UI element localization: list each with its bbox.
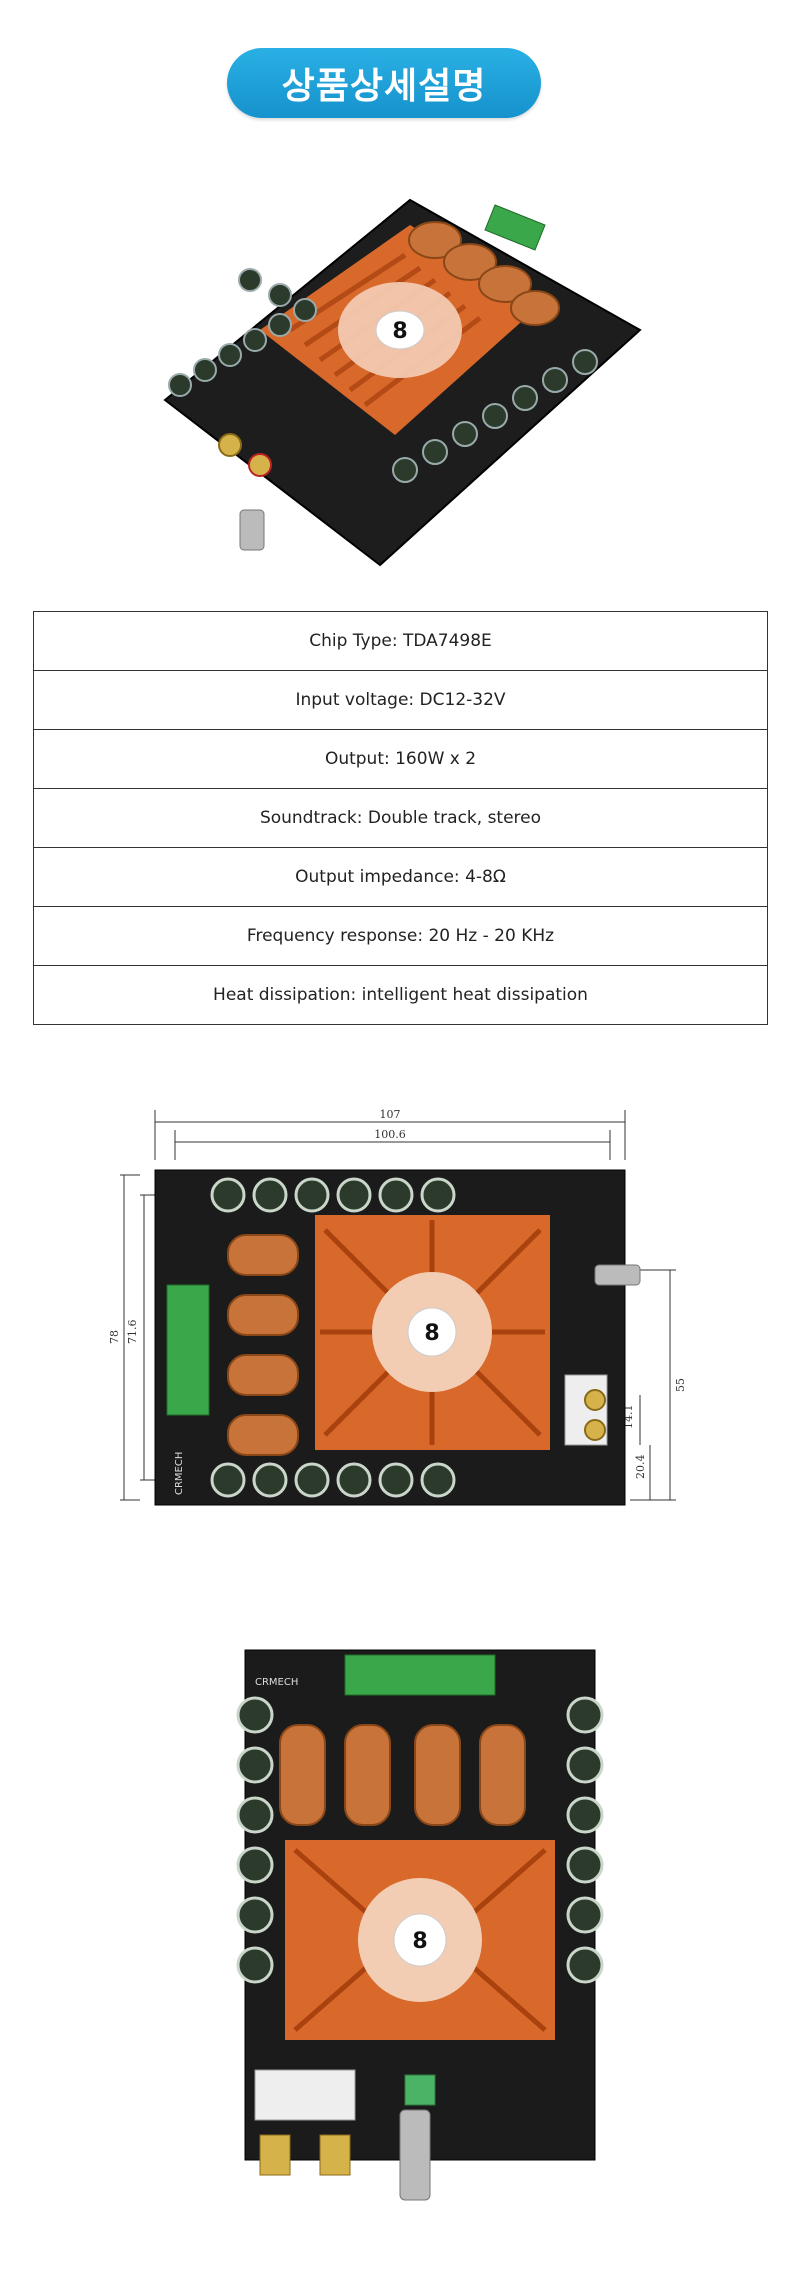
dim-height-inner: 71.6: [126, 1320, 139, 1345]
spec-row: Output impedance: 4-8Ω: [33, 847, 768, 907]
fan-logo-text-2: 8: [424, 1321, 439, 1346]
section-title: 상품상세설명: [281, 66, 487, 107]
spec-cell: Heat dissipation: intelligent heat dissi…: [33, 965, 768, 1025]
dim-width-outer: 107: [380, 1108, 401, 1121]
section-title-badge: 상품상세설명: [227, 48, 541, 118]
spec-row: Chip Type: TDA7498E: [33, 611, 768, 671]
spec-row: Frequency response: 20 Hz - 20 KHz: [33, 906, 768, 966]
fan-logo-text-3: 8: [412, 1929, 427, 1954]
spec-cell: Soundtrack: Double track, stereo: [33, 788, 768, 848]
dimension-drawing: 107 100.6 78 71.6 55 14.1 20.4 8: [110, 1108, 687, 1506]
dim-jack-2: 20.4: [634, 1455, 647, 1480]
spec-cell: Output impedance: 4-8Ω: [33, 847, 768, 907]
spec-cell: Frequency response: 20 Hz - 20 KHz: [33, 906, 768, 966]
spec-row: Soundtrack: Double track, stereo: [33, 788, 768, 848]
board-brand-text: CRMECH: [174, 1452, 185, 1495]
dim-width-inner: 100.6: [374, 1128, 406, 1141]
product-photo-angled: 8: [163, 198, 642, 567]
fan-logo-text: 8: [392, 319, 407, 344]
spec-cell: Chip Type: TDA7498E: [33, 611, 768, 671]
spec-row: Input voltage: DC12-32V: [33, 670, 768, 730]
product-photo-vertical: 8 CRMECH: [236, 1649, 604, 2201]
dim-right-span: 55: [674, 1378, 687, 1392]
spec-table: Chip Type: TDA7498E Input voltage: DC12-…: [33, 611, 768, 1025]
dim-height-outer: 78: [110, 1330, 121, 1344]
spec-row: Heat dissipation: intelligent heat dissi…: [33, 965, 768, 1025]
board-brand-text-2: CRMECH: [255, 1677, 298, 1688]
spec-cell: Output: 160W x 2: [33, 729, 768, 789]
spec-row: Output: 160W x 2: [33, 729, 768, 789]
spec-cell: Input voltage: DC12-32V: [33, 670, 768, 730]
